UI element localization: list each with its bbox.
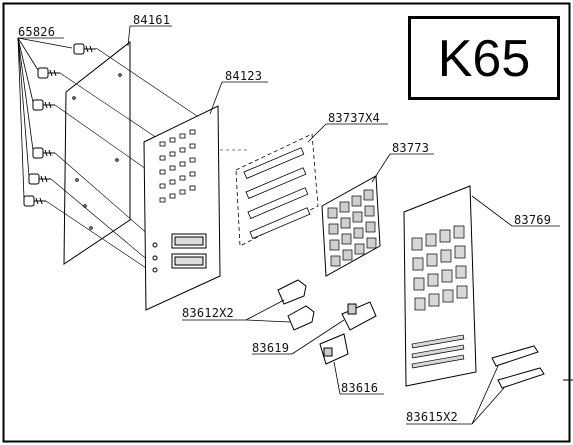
screw-group: [23, 43, 96, 207]
pin-parts: [491, 345, 545, 389]
part-label-83737: 83737X4: [328, 111, 380, 125]
part-label-83616: 83616: [341, 381, 379, 395]
screw-3: [32, 99, 55, 111]
gasket-sheet: [63, 40, 131, 265]
switch-part: [319, 333, 349, 365]
screw-4: [32, 147, 55, 159]
part-label-83773: 83773: [392, 141, 430, 155]
keypad-mat: [321, 175, 381, 277]
circuit-board: [143, 105, 221, 311]
part-label-83615: 83615X2: [406, 410, 458, 424]
latch-clips: [277, 279, 315, 331]
connector: [341, 301, 377, 331]
part-label-83769: 83769: [514, 213, 552, 227]
part-label-83612: 83612X2: [182, 306, 234, 320]
part-label-84161: 84161: [133, 13, 171, 27]
key-contacts: [235, 133, 319, 247]
screw-2: [37, 67, 60, 79]
leader-65826: [17, 37, 73, 199]
part-label-65826: 65826: [18, 25, 56, 39]
front-panel: [403, 185, 477, 387]
screw-1: [73, 43, 96, 55]
part-label-84123: 84123: [225, 69, 263, 83]
screw-6: [23, 195, 46, 207]
diagram-code: K65: [437, 30, 531, 88]
diagram-code-badge: K65: [408, 16, 560, 100]
alignment-lines: [45, 47, 250, 273]
part-label-83619: 83619: [252, 341, 290, 355]
screw-5: [28, 173, 51, 185]
